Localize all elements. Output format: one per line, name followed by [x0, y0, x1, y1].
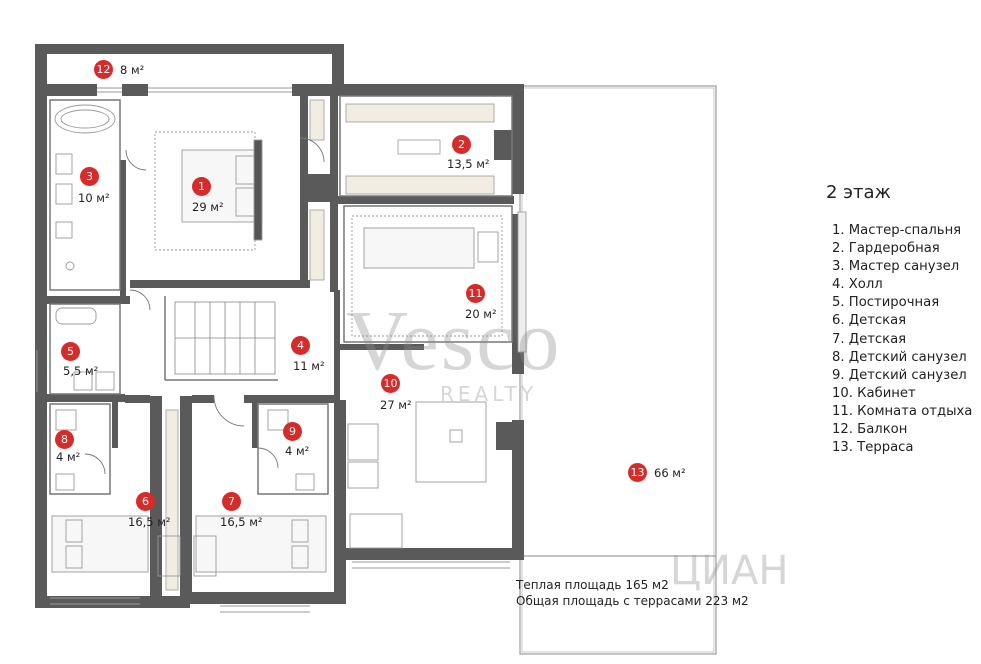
- interior-walls: [49, 95, 513, 495]
- room-area: 13,5 м²: [447, 157, 490, 171]
- room-area: 8 м²: [120, 63, 145, 77]
- room-number-badge: 3: [80, 167, 99, 186]
- windows: [36, 87, 510, 613]
- legend-item: 9. Детский санузел: [832, 367, 967, 383]
- room-area: 20 м²: [465, 307, 497, 321]
- watermark-site: ЦИАН: [670, 548, 789, 594]
- room-number-badge: 12: [94, 60, 113, 79]
- legend-item: 1. Мастер-спальня: [832, 223, 962, 238]
- room-area: 10 м²: [78, 191, 110, 205]
- floor-title: 2 этаж: [826, 182, 891, 203]
- legend-item: 3. Мастер санузел: [832, 259, 960, 275]
- room-number-badge: 7: [222, 492, 241, 511]
- legend-item: 13. Терраса: [832, 440, 914, 456]
- watermark-sub: REALTY: [440, 382, 538, 406]
- total-area-note: Общая площадь с террасами 223 м2: [516, 594, 749, 608]
- room-number-badge: 9: [283, 422, 302, 441]
- warm-area-note: Теплая площадь 165 м2: [516, 578, 669, 592]
- room-number-badge: 13: [628, 463, 647, 482]
- doors: [84, 137, 325, 475]
- room-number-badge: 5: [61, 342, 80, 361]
- legend-item: 7. Детская: [832, 331, 907, 347]
- legend-item: 5. Постирочная: [832, 295, 940, 311]
- staircase: [174, 301, 276, 375]
- legend-item: 12. Балкон: [832, 422, 908, 438]
- room-area: 27 м²: [380, 398, 412, 412]
- room-number-badge: 10: [381, 374, 400, 393]
- room-area: 5,5 м²: [63, 364, 99, 378]
- room-number-badge: 2: [452, 135, 471, 154]
- room-area: 66 м²: [654, 466, 686, 480]
- room-area: 4 м²: [56, 450, 81, 464]
- room-number-badge: 4: [291, 336, 310, 355]
- wardrobe: [165, 99, 495, 591]
- legend-item: 2. Гардеробная: [832, 241, 940, 257]
- room-area: 11 м²: [293, 359, 325, 373]
- legend-item: 6. Детская: [832, 313, 907, 329]
- walls: [35, 44, 524, 608]
- room-number-badge: 1: [192, 177, 211, 196]
- room-number-badge: 11: [466, 284, 485, 303]
- watermark-brand: Vesco: [346, 292, 562, 388]
- legend-item: 4. Холл: [832, 277, 883, 293]
- legend-item: 11. Комната отдыха: [832, 403, 973, 419]
- legend-item: 8. Детский санузел: [832, 349, 967, 365]
- furniture: [51, 104, 527, 577]
- legend-item: 10. Кабинет: [832, 385, 916, 401]
- room-legend: 1. Мастер-спальня 2. Гардеробная 3. Маст…: [832, 222, 972, 457]
- room-area: 4 м²: [285, 444, 310, 458]
- room-area: 16,5 м²: [220, 515, 263, 529]
- room-number-badge: 8: [55, 430, 74, 449]
- terrace: [519, 85, 717, 655]
- room-number-badge: 6: [136, 492, 155, 511]
- room-area: 16,5 м²: [128, 515, 171, 529]
- room-area: 29 м²: [192, 200, 224, 214]
